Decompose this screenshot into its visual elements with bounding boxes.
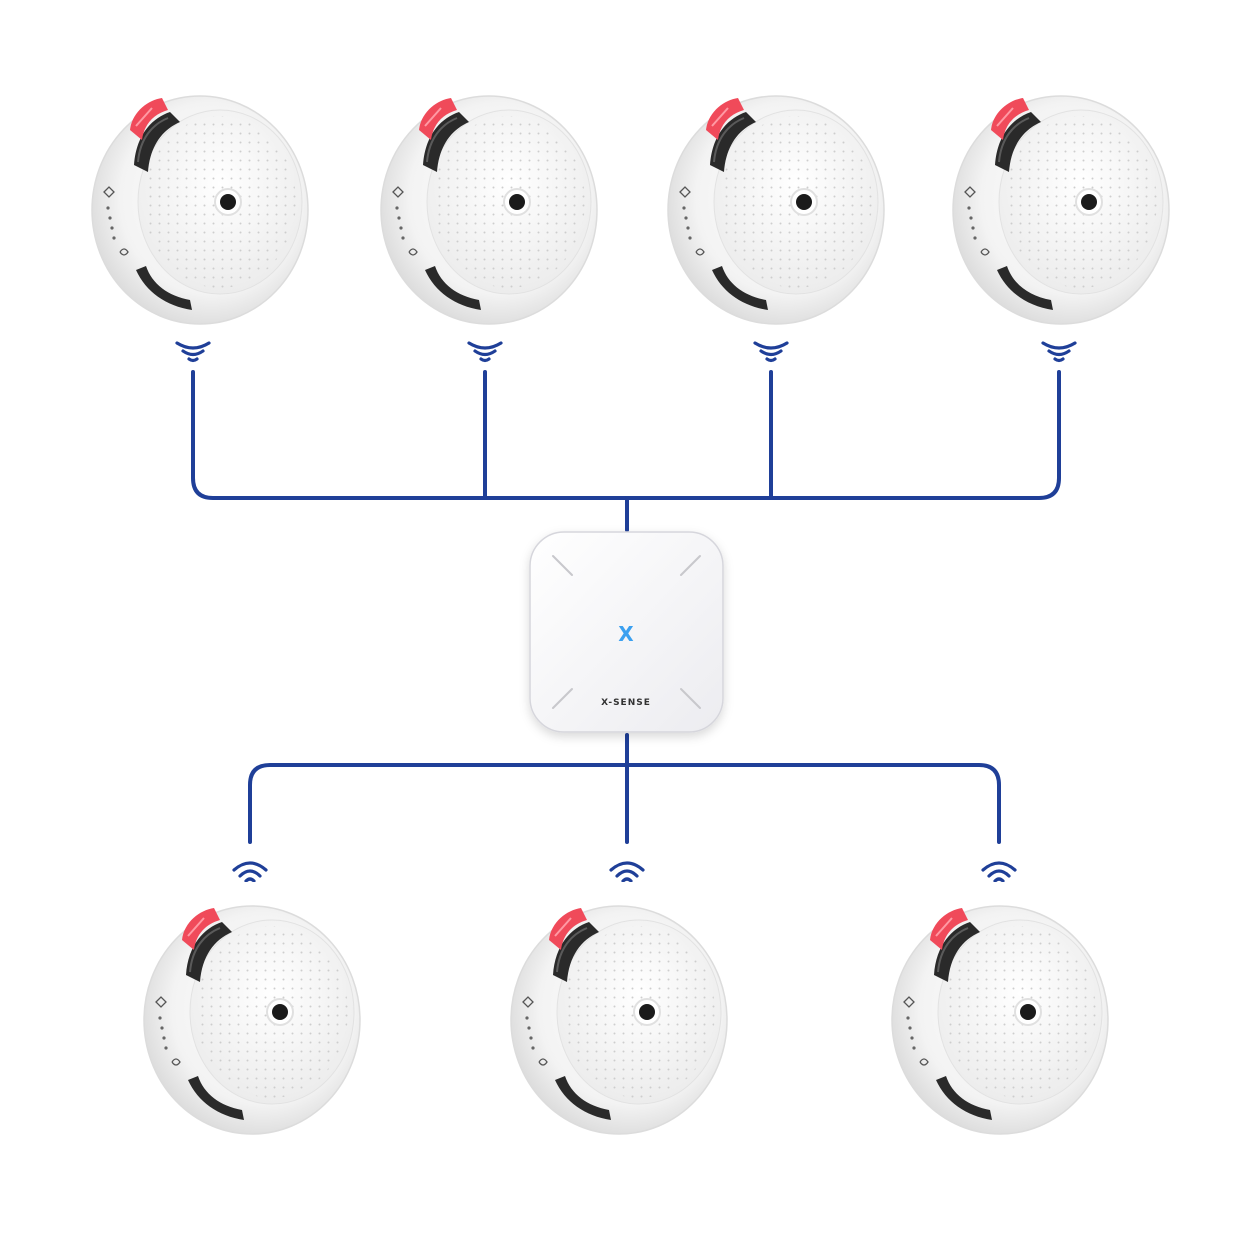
smoke-detector-icon [510,905,728,1135]
connection-lines [191,370,1061,844]
wireless-signal-icon [175,341,211,363]
smoke-detector-icon [91,95,309,325]
wireless-signal-icon [1041,341,1077,363]
bottom-detectors [143,905,1109,1135]
wireless-signal-icon [609,861,645,882]
smoke-detector-icon [891,905,1109,1135]
hub-brand-label: X-SENSE [601,698,651,708]
bottom-right-link [625,763,1001,844]
smoke-detector-icon [667,95,885,325]
wireless-signal-icon [467,341,503,363]
top-right-link [625,370,1061,500]
top-left-link [191,370,629,500]
smoke-detector-icon [952,95,1170,325]
hub-device: X X-SENSE [529,531,724,733]
bottom-signals [232,861,1017,882]
top-detectors [91,95,1170,325]
wireless-signal-icon [753,341,789,363]
smoke-detector-icon [380,95,598,325]
hub-logo: X [618,622,634,646]
top-signals [175,341,1077,363]
wireless-signal-icon [981,861,1017,882]
bottom-left-link [248,763,629,844]
smoke-detector-icon [143,905,361,1135]
wireless-signal-icon [232,861,268,882]
